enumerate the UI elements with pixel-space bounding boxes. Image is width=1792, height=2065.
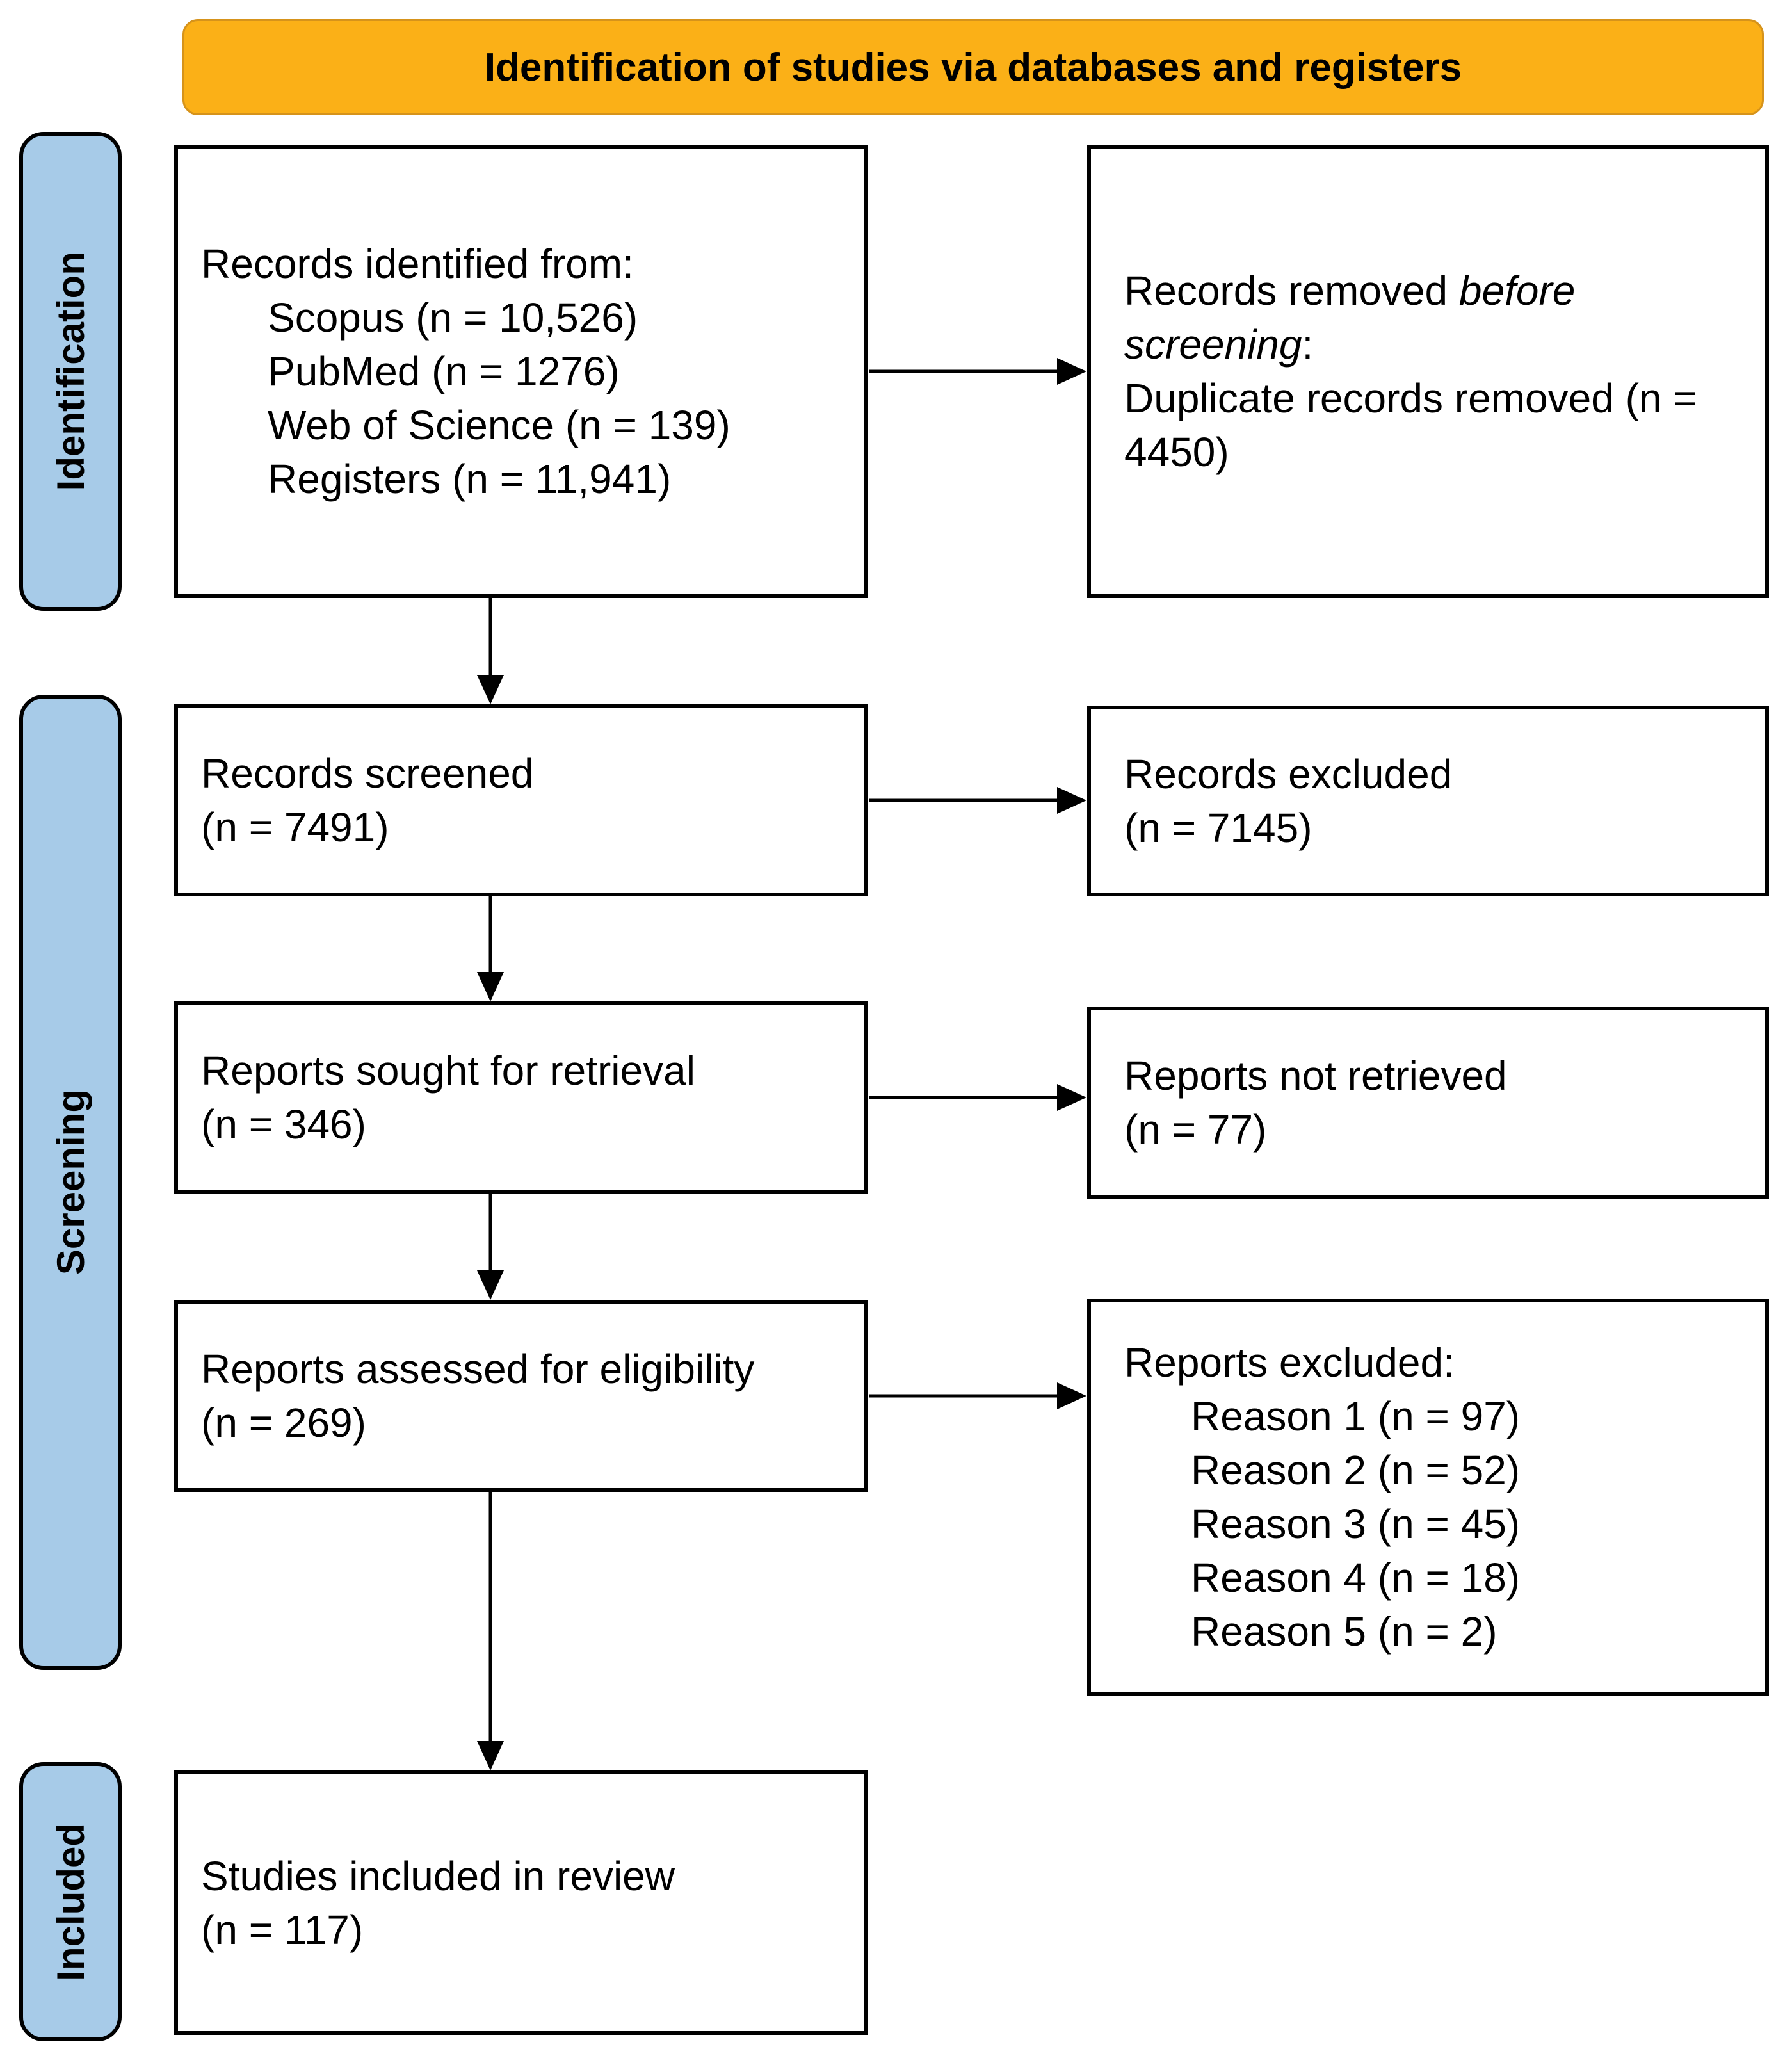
- arrow-identified-to-screened: [477, 598, 504, 704]
- records-removed-italic: before screening: [1124, 268, 1576, 368]
- records-screened-count: (n = 7491): [201, 804, 389, 850]
- arrow-assessed-to-reportsexcluded: [869, 1382, 1086, 1409]
- stage-text-identification: Identification: [49, 252, 92, 491]
- stage-text-included: Included: [49, 1822, 92, 1981]
- reports-sought-label: Reports sought for retrieval: [201, 1048, 695, 1094]
- reports-excluded-reason-4: Reason 4 (n = 18): [1191, 1555, 1521, 1601]
- arrow-sought-to-notretrieved: [869, 1084, 1086, 1111]
- records-removed-suffix: :: [1302, 321, 1314, 368]
- reports-excluded-reason-2: Reason 2 (n = 52): [1191, 1447, 1521, 1493]
- stage-label-screening: Screening: [19, 695, 122, 1670]
- stage-label-identification: Identification: [19, 132, 122, 611]
- stage-text-screening: Screening: [49, 1089, 92, 1275]
- reports-excluded-box: Reports excluded: Reason 1 (n = 97) Reas…: [1087, 1299, 1769, 1696]
- records-removed-prefix: Records removed: [1124, 268, 1459, 314]
- reports-not-retrieved-box: Reports not retrieved (n = 77): [1087, 1007, 1769, 1199]
- arrow-identified-to-removed: [869, 358, 1086, 385]
- arrow-assessed-to-included: [477, 1492, 504, 1770]
- banner-title: Identification of studies via databases …: [484, 45, 1462, 90]
- reports-excluded-title: Reports excluded:: [1124, 1340, 1455, 1386]
- studies-included-box: Studies included in review (n = 117): [174, 1770, 868, 2035]
- reports-assessed-label: Reports assessed for eligibility: [201, 1346, 755, 1392]
- reports-not-retrieved-count: (n = 77): [1124, 1106, 1267, 1153]
- studies-included-count: (n = 117): [201, 1906, 364, 1953]
- studies-included-label: Studies included in review: [201, 1852, 675, 1899]
- records-removed-box: Records removed before screening: Duplic…: [1087, 145, 1769, 598]
- reports-sought-box: Reports sought for retrieval (n = 346): [174, 1001, 868, 1194]
- records-removed-detail: Duplicate records removed (n = 4450): [1124, 375, 1697, 475]
- records-excluded-box: Records excluded (n = 7145): [1087, 706, 1769, 896]
- records-excluded-label: Records excluded: [1124, 751, 1453, 797]
- reports-excluded-reason-1: Reason 1 (n = 97): [1191, 1393, 1521, 1439]
- records-excluded-count: (n = 7145): [1124, 805, 1312, 851]
- records-identified-title: Records identified from:: [201, 241, 634, 287]
- records-screened-box: Records screened (n = 7491): [174, 704, 868, 896]
- records-identified-box: Records identified from: Scopus (n = 10,…: [174, 145, 868, 598]
- records-identified-item-registers: Registers (n = 11,941): [268, 456, 672, 502]
- arrow-screened-to-excluded: [869, 787, 1086, 814]
- reports-not-retrieved-label: Reports not retrieved: [1124, 1053, 1507, 1099]
- reports-excluded-reason-5: Reason 5 (n = 2): [1191, 1608, 1497, 1655]
- arrow-screened-to-sought: [477, 896, 504, 1001]
- arrow-sought-to-assessed: [477, 1194, 504, 1300]
- banner: Identification of studies via databases …: [182, 19, 1764, 115]
- records-identified-item-scopus: Scopus (n = 10,526): [268, 295, 638, 341]
- reports-sought-count: (n = 346): [201, 1101, 366, 1147]
- reports-excluded-reason-3: Reason 3 (n = 45): [1191, 1501, 1521, 1547]
- reports-assessed-count: (n = 269): [201, 1400, 366, 1446]
- records-identified-item-pubmed: PubMed (n = 1276): [268, 348, 620, 394]
- reports-assessed-box: Reports assessed for eligibility (n = 26…: [174, 1300, 868, 1492]
- records-removed-title: Records removed before screening:: [1124, 264, 1746, 371]
- records-screened-label: Records screened: [201, 750, 534, 797]
- stage-label-included: Included: [19, 1762, 122, 2041]
- records-identified-item-wos: Web of Science (n = 139): [268, 402, 731, 448]
